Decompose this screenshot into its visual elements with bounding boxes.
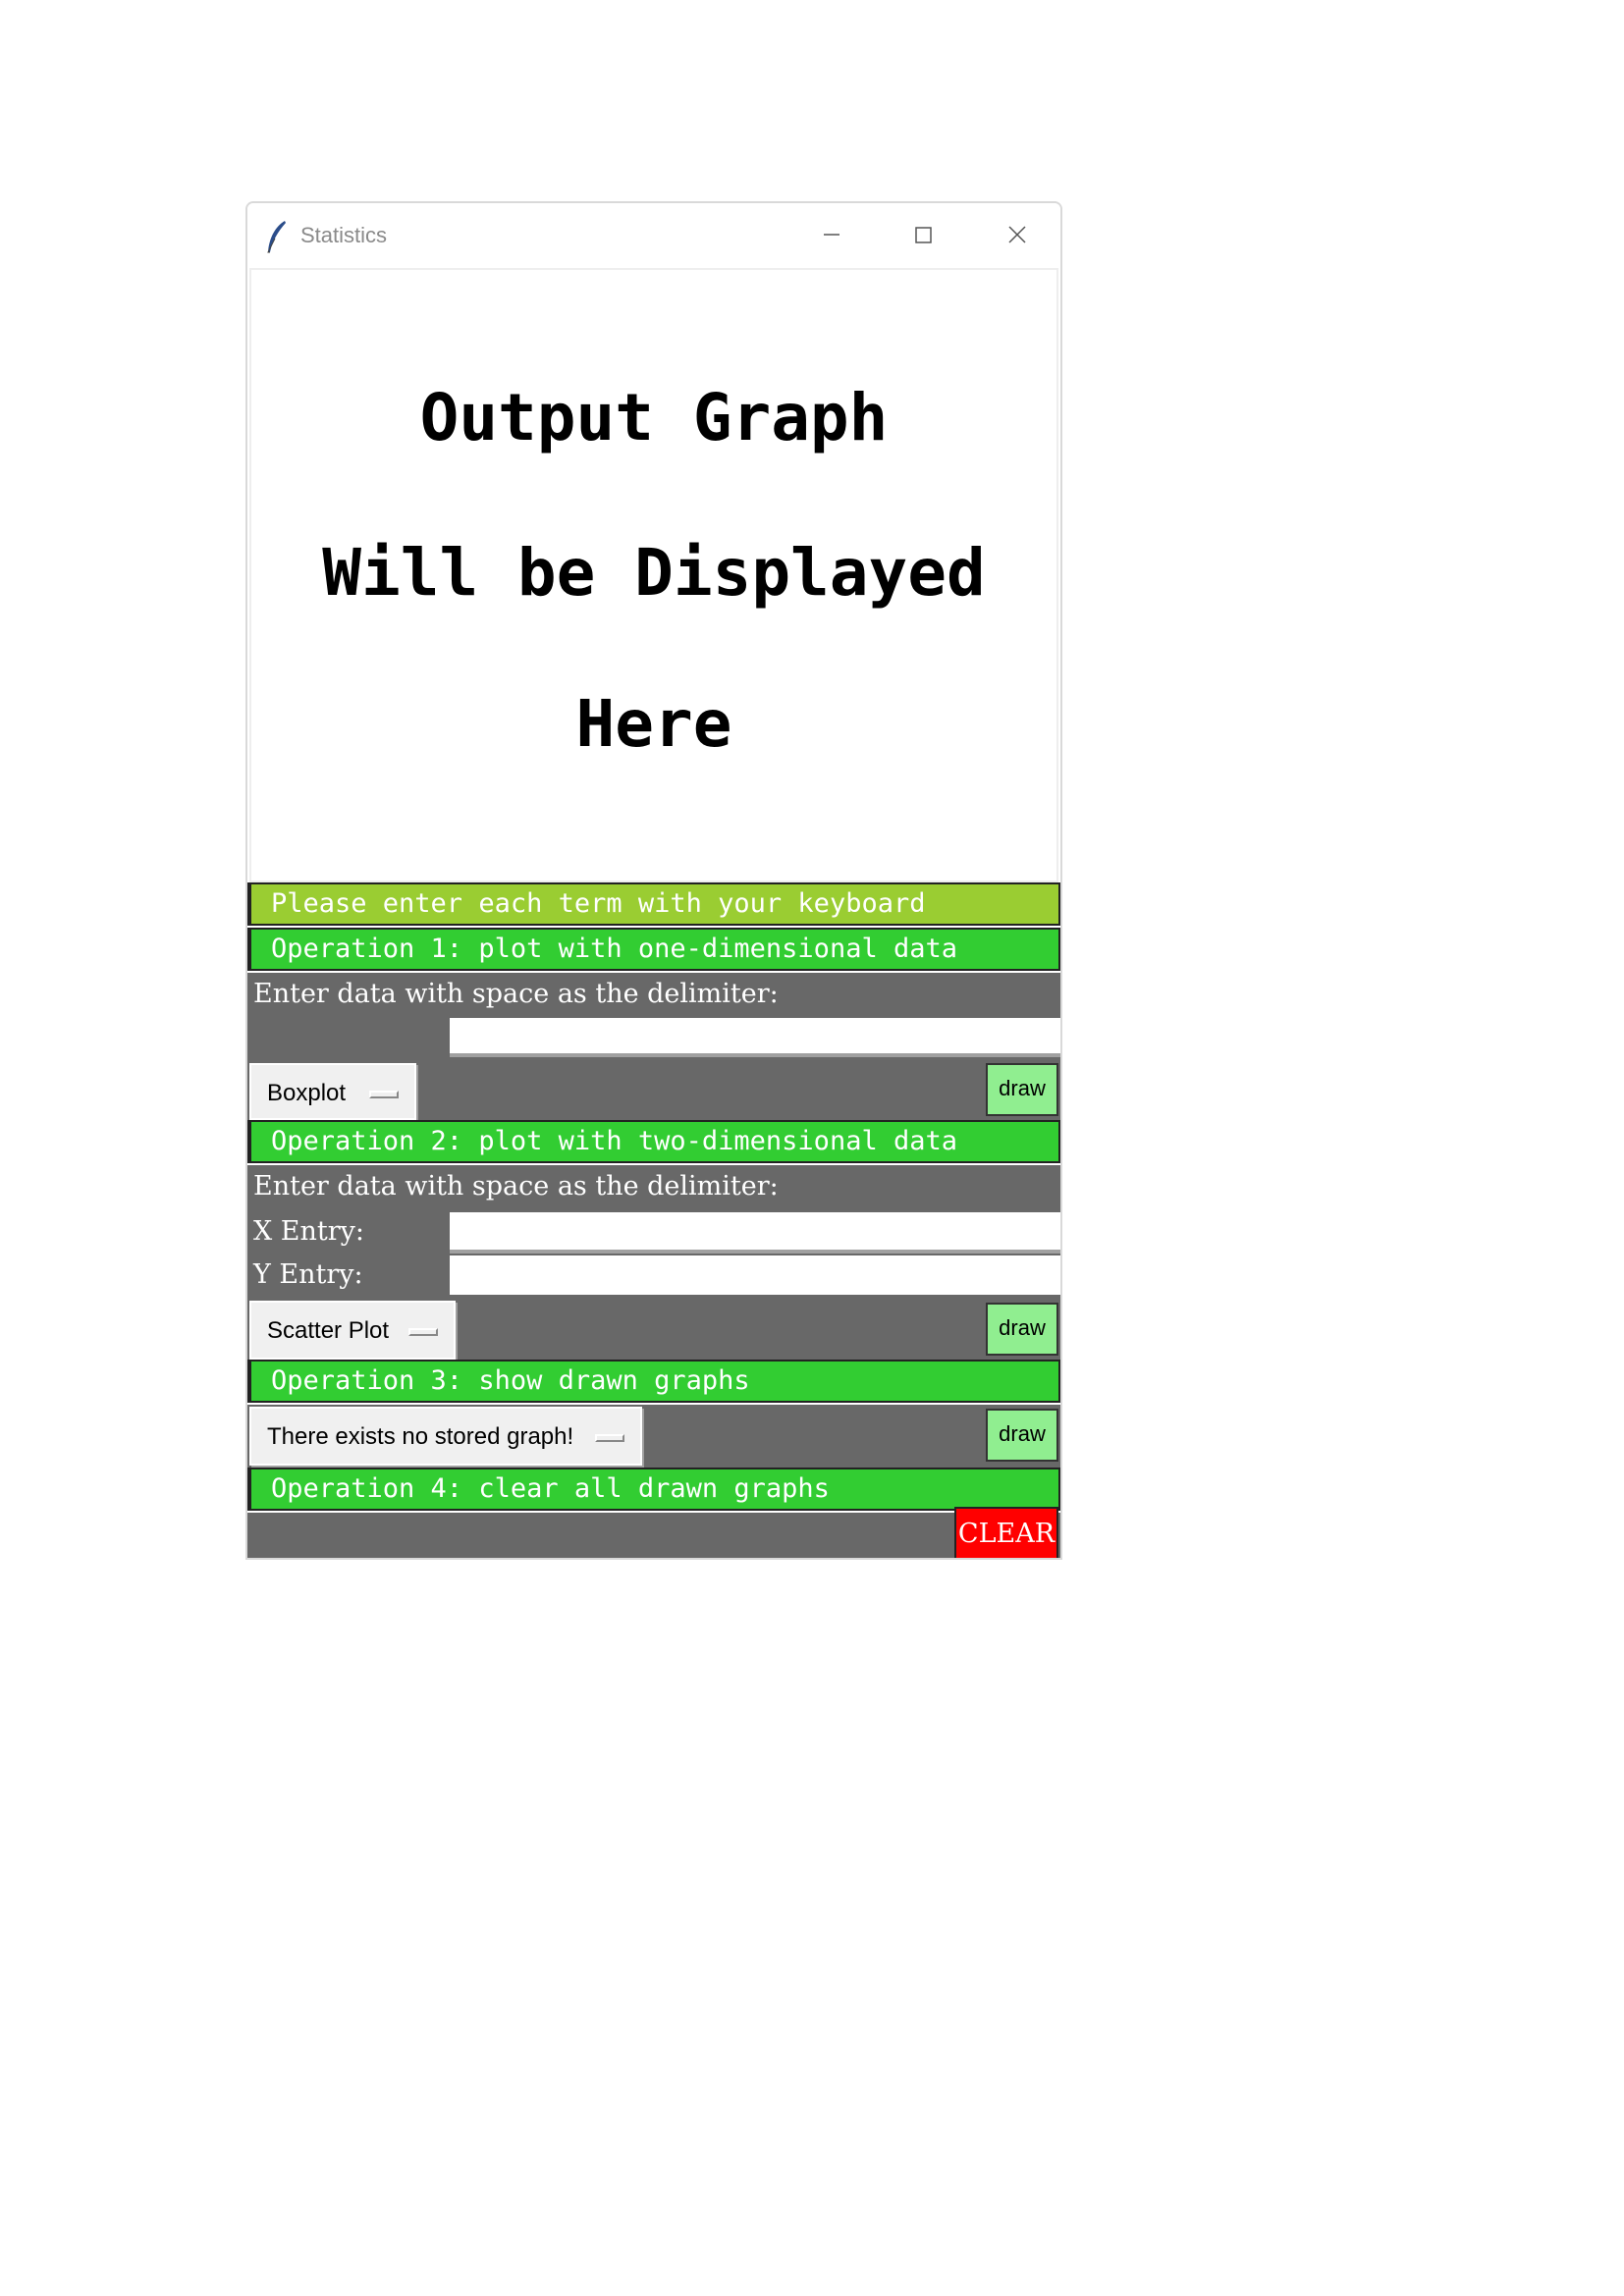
operation1-prompt-row: Enter data with space as the delimiter: <box>247 973 1060 1018</box>
y-entry-input[interactable] <box>450 1255 1060 1295</box>
instruction-banner: Please enter each term with your keyboar… <box>247 882 1060 926</box>
graph-output-area: Output Graph Will be Displayed Here <box>249 268 1058 882</box>
stored-graph-value: There exists no stored graph! <box>267 1423 574 1450</box>
operation4-title: Operation 4: clear all drawn graphs <box>247 1468 1060 1511</box>
operation1-prompt: Enter data with space as the delimiter: <box>253 979 779 1009</box>
dropdown-indicator-icon <box>595 1434 624 1442</box>
feather-icon <box>267 221 286 253</box>
operation2-plot-type-select[interactable]: Scatter Plot <box>249 1301 456 1360</box>
minimize-icon[interactable] <box>812 217 851 252</box>
title-bar[interactable]: Statistics <box>247 203 1060 266</box>
operation1-draw-button[interactable]: draw <box>986 1063 1058 1116</box>
dropdown-indicator-icon <box>369 1091 399 1098</box>
operation2-prompt-row: Enter data with space as the delimiter: <box>247 1165 1060 1210</box>
x-entry-input[interactable] <box>450 1212 1060 1254</box>
graph-placeholder-line-2: Will be Displayed <box>322 535 986 611</box>
dropdown-indicator-icon <box>408 1328 438 1336</box>
operation1-plot-type-value: Boxplot <box>267 1080 347 1106</box>
operation2-plot-type-value: Scatter Plot <box>267 1317 390 1344</box>
x-entry-label: X Entry: <box>253 1216 365 1247</box>
operation1-title: Operation 1: plot with one-dimensional d… <box>247 928 1060 971</box>
clear-button[interactable]: CLEAR <box>954 1507 1058 1558</box>
statistics-window: Statistics Output Graph Will be Displaye… <box>245 201 1062 1560</box>
stored-graph-select[interactable]: There exists no stored graph! <box>249 1407 642 1466</box>
operation2-title: Operation 2: plot with two-dimensional d… <box>247 1120 1060 1163</box>
operation2-action-row: Scatter Plot draw <box>247 1299 1060 1362</box>
operation4-action-row: CLEAR <box>247 1507 1060 1558</box>
graph-placeholder-line-1: Output Graph <box>419 380 889 455</box>
y-entry-label: Y Entry: <box>253 1259 363 1290</box>
operation3-title: Operation 3: show drawn graphs <box>247 1360 1060 1403</box>
operation2-x-row: X Entry: <box>247 1210 1060 1254</box>
operation1-entry-row <box>247 1018 1060 1061</box>
window-title: Statistics <box>300 223 388 247</box>
operation2-y-row: Y Entry: <box>247 1254 1060 1299</box>
operation1-plot-type-select[interactable]: Boxplot <box>249 1063 416 1120</box>
maximize-icon[interactable] <box>903 217 943 252</box>
operation1-data-input[interactable] <box>450 1018 1060 1057</box>
operation3-action-row: There exists no stored graph! draw <box>247 1405 1060 1469</box>
close-icon[interactable] <box>998 217 1037 252</box>
operation2-prompt: Enter data with space as the delimiter: <box>253 1171 779 1201</box>
operation3-draw-button[interactable]: draw <box>986 1409 1058 1462</box>
operation2-draw-button[interactable]: draw <box>986 1303 1058 1356</box>
operation1-action-row: Boxplot draw <box>247 1061 1060 1122</box>
graph-placeholder-line-3: Here <box>575 686 732 762</box>
